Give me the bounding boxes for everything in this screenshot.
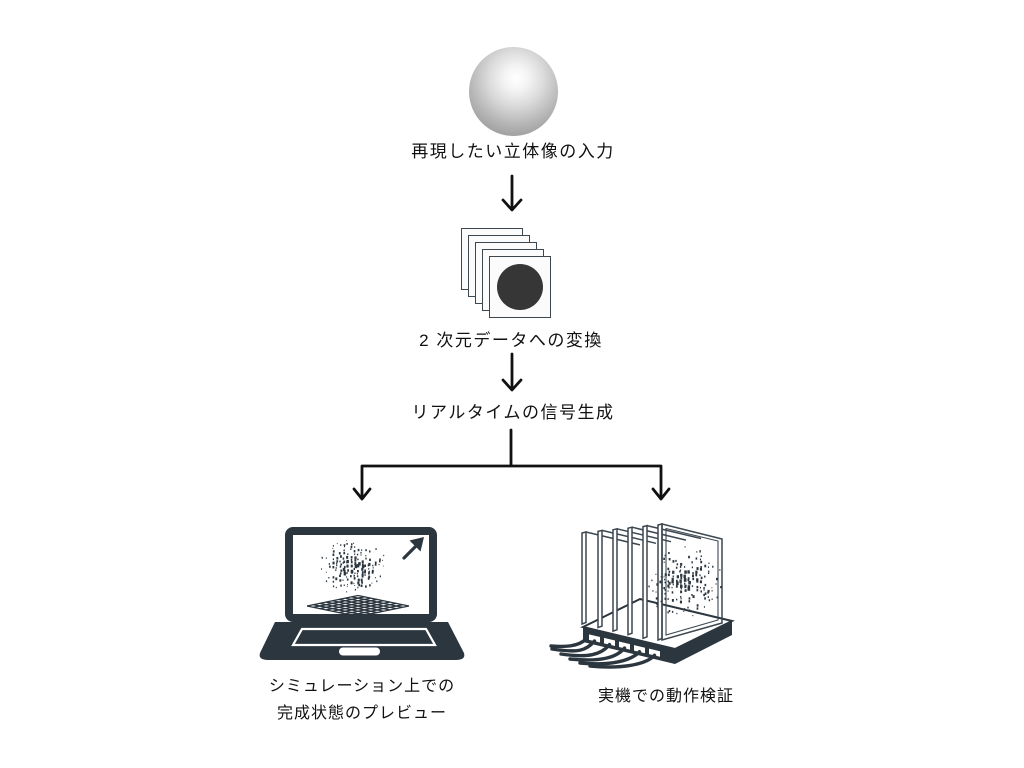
sphere-3d-icon: [469, 47, 558, 136]
stacked-slices-icon: [461, 228, 551, 318]
circle-slice-icon: [497, 264, 543, 310]
laptop-notch: [339, 647, 380, 656]
label-simulation-line2: 完成状態のプレビュー: [276, 705, 447, 722]
point-cloud: [321, 540, 385, 593]
laptop-base: [259, 622, 465, 660]
laptop-keyboard: [291, 627, 437, 647]
perspective-grid-icon: [306, 594, 410, 618]
branch-connector: [352, 428, 671, 501]
device-ports: [589, 634, 660, 657]
label-input-step: 再現したい立体像の入力: [411, 142, 615, 161]
volumetric-display-icon: [549, 523, 735, 669]
expand-arrow-icon: [402, 537, 424, 560]
down-arrow-icon: [501, 352, 523, 392]
down-arrow-icon: [501, 174, 523, 212]
point-cloud: [648, 546, 722, 617]
laptop-simulation-icon: [259, 527, 465, 660]
label-convert-step: 2 次元データへの変換: [419, 331, 603, 350]
device-base-side: [675, 621, 732, 664]
device-cables: [549, 637, 657, 669]
label-simulation-line1: シミュレーション上での: [268, 678, 456, 695]
label-signal-step: リアルタイムの信号生成: [411, 403, 615, 422]
label-verify: 実機での動作検証: [597, 688, 734, 705]
